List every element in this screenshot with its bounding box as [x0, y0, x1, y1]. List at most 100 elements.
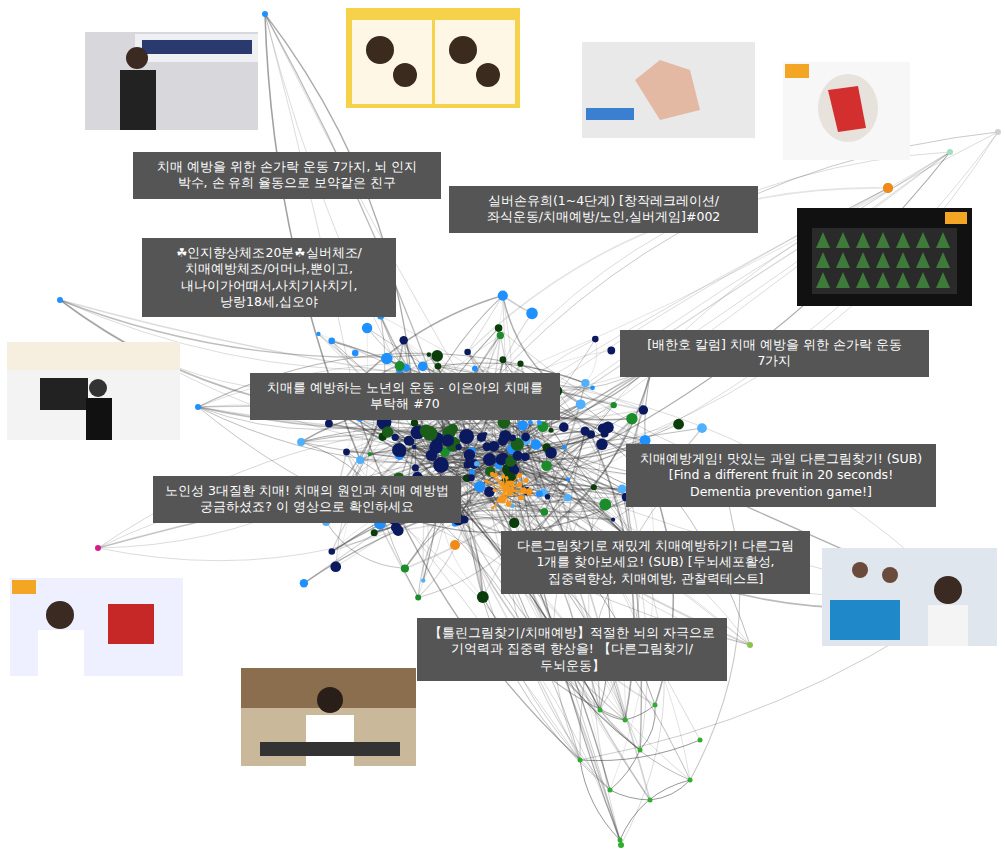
network-dot	[57, 297, 63, 303]
network-dot	[517, 420, 527, 430]
orange-dot	[485, 479, 489, 483]
network-dot	[442, 434, 454, 446]
network-dot	[407, 438, 414, 445]
video-title: 치매를 예방하는 노년의 운동 - 이은아의 치매를 부탁해 #70	[262, 380, 548, 413]
orange-dot	[517, 473, 522, 478]
label-box: 치매 예방을 위한 손가락 운동 7가지, 뇌 인지 박수, 손 유희 율동으로…	[133, 152, 441, 199]
network-edge	[265, 14, 360, 419]
network-dot	[499, 430, 511, 442]
network-dot	[477, 433, 486, 442]
network-dot	[500, 356, 507, 363]
network-dot	[426, 450, 438, 462]
network-dot	[392, 443, 406, 457]
video-title: 치매예방게임! 맛있는 과일 다른그림찾기! (SUB) [Find a dif…	[638, 451, 924, 500]
network-dot	[618, 842, 624, 848]
orange-edge	[505, 476, 520, 490]
plant-icon	[836, 252, 850, 268]
network-dot	[883, 183, 893, 193]
network-dot	[400, 336, 408, 344]
plant-icon	[916, 252, 930, 268]
network-dot	[598, 708, 603, 713]
thumbnail	[346, 8, 520, 108]
network-dot	[526, 308, 538, 320]
network-dot	[639, 405, 648, 414]
network-dot	[404, 436, 414, 446]
plant-icon	[876, 272, 890, 288]
label-box: 【틀린그림찾기/치매예방】적절한 뇌의 자극으로 기억력과 집중력 향상을! 【…	[417, 618, 727, 681]
plant-icon	[836, 232, 850, 248]
network-dot	[581, 379, 589, 387]
network-dot	[195, 404, 201, 410]
network-dot	[537, 420, 542, 425]
network-dot	[623, 718, 628, 723]
network-edge	[395, 423, 591, 438]
network-dot	[495, 324, 503, 332]
network-dot	[626, 413, 637, 424]
plant-icon	[936, 272, 950, 288]
network-dot	[393, 525, 404, 536]
network-dot	[328, 338, 335, 345]
network-dot	[464, 461, 471, 468]
plant-icon	[856, 252, 870, 268]
network-dot	[420, 425, 433, 438]
network-dot	[474, 461, 479, 466]
network-dot	[517, 361, 523, 367]
network-dot	[343, 449, 350, 456]
label-box: 노인성 3대질환 치매! 치매의 원인과 치매 예방법 궁금하셨죠? 이 영상으…	[153, 476, 461, 523]
video-title: [배한호 칼럼] 치매 예방을 위한 손가락 운동 7가지	[632, 337, 917, 370]
network-edge	[585, 339, 597, 383]
network-dot	[474, 481, 485, 492]
network-edge	[650, 780, 690, 800]
network-dot	[371, 529, 378, 536]
network-dot	[883, 183, 893, 193]
network-dot	[559, 422, 569, 432]
network-dot	[598, 424, 608, 434]
network-dot	[536, 490, 543, 497]
network-dot	[488, 441, 499, 452]
orange-dot	[518, 495, 523, 500]
network-dot	[541, 461, 552, 472]
network-dot	[607, 347, 615, 355]
network-edge	[610, 750, 640, 790]
plant-icon	[816, 232, 830, 248]
network-dot	[509, 434, 516, 441]
network-dot	[368, 452, 372, 456]
network-dot	[509, 518, 519, 528]
orange-dot	[491, 506, 494, 509]
network-dot	[477, 591, 489, 603]
network-dot	[459, 429, 474, 444]
plant-icon	[876, 252, 890, 268]
network-dot	[648, 798, 653, 803]
video-title: 실버손유희(1~4단계) [창작레크레이션/좌식운동/치매예방/노인,실버게임]…	[461, 193, 746, 226]
orange-dot	[527, 491, 532, 496]
network-dot	[513, 451, 523, 461]
orange-dot	[524, 478, 529, 483]
network-dot	[653, 703, 658, 708]
thumbnail	[241, 668, 416, 766]
network-dot	[427, 352, 432, 357]
network-dot	[262, 11, 268, 17]
network-dot	[562, 445, 567, 450]
network-dot	[497, 332, 504, 339]
network-dot	[747, 642, 753, 648]
plant-icon	[856, 232, 870, 248]
network-dot	[496, 454, 507, 465]
network-dot	[300, 579, 308, 587]
network-dot	[412, 445, 416, 449]
network-dot	[498, 291, 508, 301]
video-title: ☘인지향상체조20분☘실버체조/치매예방체조/어머나,뿐이고,내나이가어때서,사…	[154, 245, 384, 310]
network-dot	[450, 540, 460, 550]
network-dot	[545, 447, 557, 459]
network-edge	[610, 790, 650, 800]
network-dot	[590, 385, 595, 390]
network-dot	[412, 464, 419, 471]
network-edge	[465, 516, 614, 520]
network-dot	[688, 778, 693, 783]
network-dot	[464, 449, 476, 461]
network-dot	[611, 402, 617, 408]
network-edge	[640, 705, 655, 750]
label-box: 치매를 예방하는 노년의 운동 - 이은아의 치매를 부탁해 #70	[250, 373, 560, 420]
network-dot	[352, 350, 359, 357]
plant-icon	[836, 272, 850, 288]
